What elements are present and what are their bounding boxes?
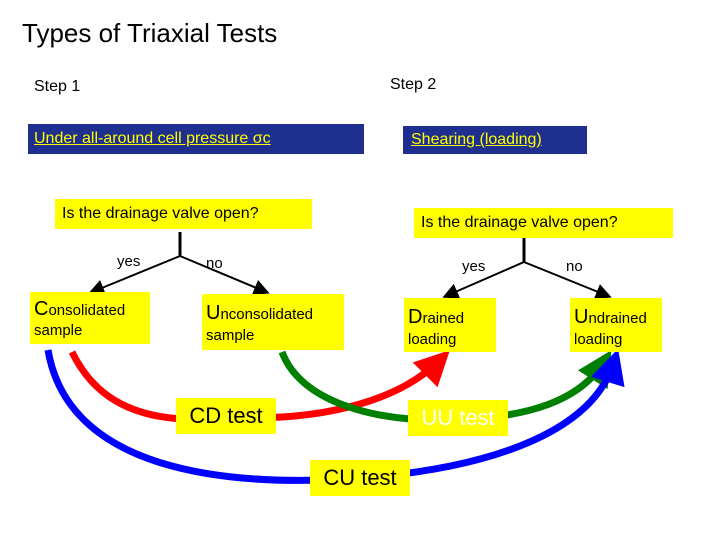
- undrained-line2: loading: [574, 331, 623, 348]
- uu-test-box: UU test: [408, 400, 508, 436]
- right-question-box: Is the drainage valve open?: [414, 208, 673, 238]
- cu-test-box: CU test: [310, 460, 410, 496]
- right-no-label: no: [566, 258, 583, 275]
- left-branch-yes: [88, 255, 181, 295]
- step1-label: Step 1: [34, 78, 81, 95]
- left-no-label: no: [206, 255, 223, 272]
- step1-box: Under all-around cell pressure σc: [28, 124, 364, 154]
- consolidated-initial: C: [34, 298, 49, 320]
- consolidated-rest: onsolidated: [48, 302, 126, 319]
- drained-line2: loading: [408, 331, 457, 348]
- left-question-box: Is the drainage valve open?: [55, 199, 312, 229]
- step2-box: Shearing (loading): [403, 126, 587, 154]
- left-branch-no: [179, 255, 270, 295]
- right-branch-no: [523, 261, 612, 299]
- unconsolidated-sample-box: Unconsolidated sample: [202, 294, 344, 350]
- drained-loading-box: Drained loading: [404, 298, 496, 352]
- step2-box-text: Shearing (loading): [411, 131, 542, 148]
- step2-label: Step 2: [390, 76, 437, 93]
- undrained-loading-box: Undrained loading: [570, 298, 662, 352]
- right-question-text: Is the drainage valve open?: [421, 214, 618, 231]
- step1-box-text: Under all-around cell pressure σc: [34, 130, 271, 147]
- consolidated-line2: sample: [34, 322, 83, 339]
- right-yes-label: yes: [462, 258, 486, 275]
- cu-test-label: CU test: [323, 465, 397, 490]
- left-yes-label: yes: [117, 253, 141, 270]
- uu-test-label: UU test: [421, 405, 495, 430]
- undrained-rest: ndrained: [588, 310, 647, 327]
- drained-rest: rained: [422, 310, 465, 327]
- cd-test-label: CD test: [189, 403, 263, 428]
- drained-initial: D: [408, 306, 423, 328]
- consolidated-sample-box: Consolidated sample: [30, 292, 150, 344]
- cd-test-box: CD test: [176, 398, 276, 434]
- unconsolidated-initial: U: [206, 302, 221, 324]
- page-title: Types of Triaxial Tests: [22, 18, 278, 48]
- right-branch-yes: [442, 261, 525, 299]
- unconsolidated-line2: sample: [206, 327, 255, 344]
- left-question-text: Is the drainage valve open?: [62, 205, 259, 222]
- unconsolidated-rest: nconsolidated: [220, 306, 314, 323]
- undrained-initial: U: [574, 306, 589, 328]
